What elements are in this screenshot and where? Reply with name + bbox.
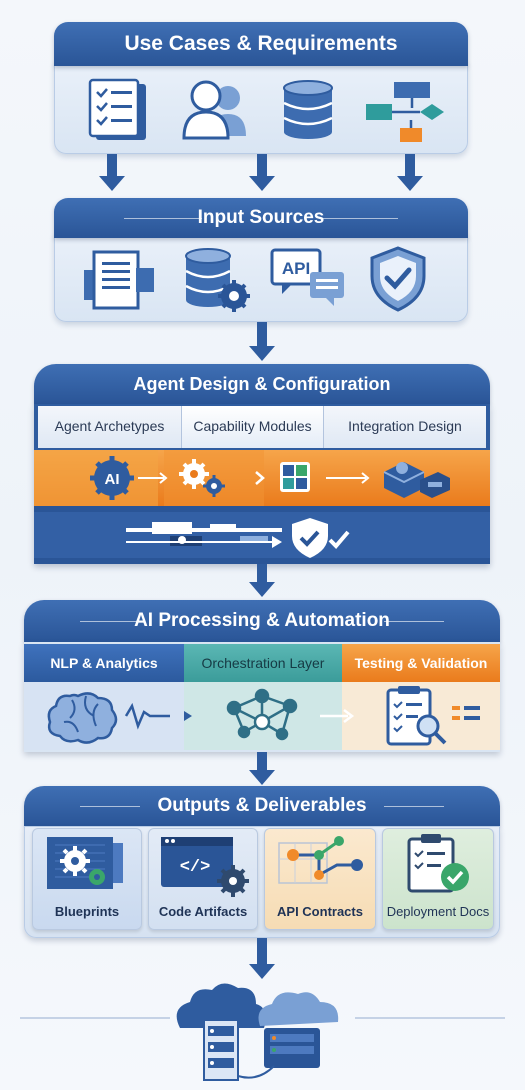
arrow-stem-5 xyxy=(257,564,267,582)
testing-validation-header: Testing & Validation xyxy=(342,644,500,682)
arrow-stem-3 xyxy=(405,154,415,176)
integration-flow xyxy=(34,506,490,564)
ai-processing-icons xyxy=(24,682,500,750)
brain-icon xyxy=(47,692,118,744)
use-cases-icons xyxy=(88,78,444,142)
arrow-stem-6 xyxy=(257,752,267,770)
agent-design-banner: Agent Design & Configuration xyxy=(34,364,490,404)
gears-icon xyxy=(179,459,225,497)
arrow-stem-4 xyxy=(257,322,267,346)
tab-capability-modules[interactable]: Capability Modules xyxy=(182,406,324,448)
tab-integration-design-label: Integration Design xyxy=(348,418,462,434)
orchestration-layer-label: Orchestration Layer xyxy=(201,655,325,671)
blueprints-label: Blueprints xyxy=(54,904,120,919)
output-card-api-contracts[interactable]: API Contracts xyxy=(264,828,376,930)
tab-agent-archetypes[interactable]: Agent Archetypes xyxy=(38,406,182,448)
input-sources-banner: Input Sources xyxy=(54,198,468,238)
testing-validation-label: Testing & Validation xyxy=(354,655,488,671)
use-cases-title: Use Cases & Requirements xyxy=(124,32,398,55)
grid-module-icon xyxy=(280,462,310,492)
arrow-down-icon xyxy=(249,176,275,191)
flowchart-icon xyxy=(366,82,444,142)
use-cases-banner: Use Cases & Requirements xyxy=(54,22,468,66)
code-glyph: </> xyxy=(180,858,211,877)
arrow-down-icon xyxy=(249,346,275,361)
plugin-blocks-icon xyxy=(383,462,450,498)
ai-gear-icon: AI xyxy=(90,456,134,500)
tab-integration-design[interactable]: Integration Design xyxy=(324,406,486,448)
output-card-deployment-docs[interactable]: Deployment Docs xyxy=(382,828,494,930)
code-window-icon: </> xyxy=(161,837,249,897)
integration-pipe-icon xyxy=(126,522,282,548)
deployment-doc-icon xyxy=(407,834,469,893)
cloud-deployment xyxy=(20,983,505,1081)
clipboard-search-icon xyxy=(386,686,480,746)
tab-agent-archetypes-label: Agent Archetypes xyxy=(54,418,165,434)
api-chat-icon: API xyxy=(270,248,344,306)
cloud-right-icon xyxy=(258,992,339,1026)
arrow-stem-1 xyxy=(107,154,117,176)
network-graph-icon xyxy=(226,688,298,741)
shield-check-icon xyxy=(292,518,328,558)
ai-processing-title: AI Processing & Automation xyxy=(134,610,390,631)
checkmark-icon xyxy=(328,530,350,549)
outputs-banner: Outputs & Deliverables xyxy=(24,786,500,826)
arrow-stem-2 xyxy=(257,154,267,176)
tab-capability-modules-label: Capability Modules xyxy=(193,418,312,434)
checklist-icon xyxy=(88,78,146,140)
database-icon xyxy=(283,80,333,139)
agent-design-title: Agent Design & Configuration xyxy=(133,374,391,394)
arrow-down-icon xyxy=(249,964,275,979)
server-rack-icon xyxy=(203,1019,239,1081)
orchestration-layer-header: Orchestration Layer xyxy=(184,644,342,682)
database-gear-icon xyxy=(185,248,250,312)
ai-processing-banner: AI Processing & Automation xyxy=(24,600,500,642)
blueprint-gear-icon xyxy=(47,837,123,889)
users-icon xyxy=(182,80,246,140)
api-label: API xyxy=(282,259,310,278)
input-sources-title: Input Sources xyxy=(197,207,325,228)
outputs-title: Outputs & Deliverables xyxy=(157,795,367,816)
document-icon xyxy=(84,250,154,310)
nlp-analytics-label: NLP & Analytics xyxy=(50,655,158,671)
arrow-down-icon xyxy=(249,582,275,597)
server-box-icon xyxy=(264,1028,320,1068)
api-contracts-label: API Contracts xyxy=(277,904,363,919)
arrow-down-icon xyxy=(99,176,125,191)
nlp-analytics-header: NLP & Analytics xyxy=(24,644,184,682)
ai-badge-label: AI xyxy=(105,471,120,488)
code-artifacts-label: Code Artifacts xyxy=(158,904,248,919)
signal-wave-icon xyxy=(124,702,170,730)
shield-check-icon xyxy=(370,246,426,312)
output-card-blueprints[interactable]: Blueprints xyxy=(32,828,142,930)
arrow-down-icon xyxy=(397,176,423,191)
input-sources-icons: API xyxy=(84,246,426,312)
output-card-code-artifacts[interactable]: </> Code Artifacts xyxy=(148,828,258,930)
cloud-left-icon xyxy=(176,983,266,1028)
deployment-docs-label: Deployment Docs xyxy=(386,904,490,919)
api-flow-icon xyxy=(278,836,363,884)
arrow-down-icon xyxy=(249,770,275,785)
arrow-stem-7 xyxy=(257,938,267,964)
capability-pipeline: AI xyxy=(34,450,450,506)
